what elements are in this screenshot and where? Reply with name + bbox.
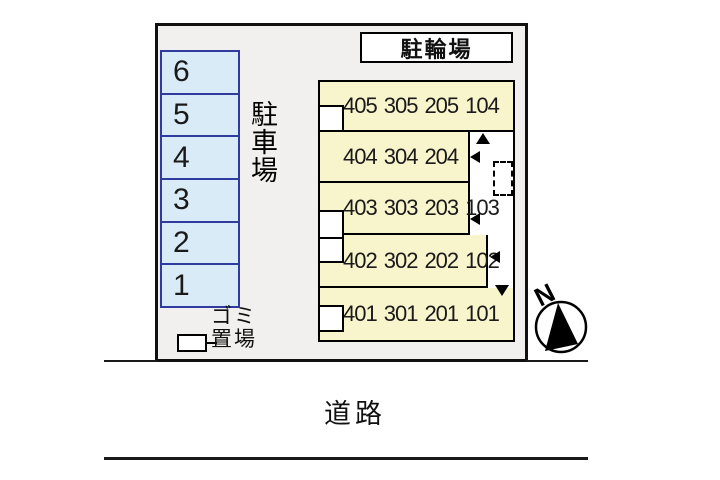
unit-number: 301	[383, 301, 419, 326]
unit-number: 403	[343, 195, 378, 220]
parking-space-number: 4	[173, 140, 190, 174]
parking-space: 6	[160, 50, 240, 95]
unit-number: 302	[383, 247, 419, 273]
road-label: 道路	[324, 399, 386, 429]
parking-space-number: 5	[173, 98, 190, 131]
unit-number: 203	[424, 195, 459, 220]
unit-number: 304	[383, 143, 419, 169]
building-row: 402 302 202 102	[320, 235, 500, 288]
arrow-down-icon	[495, 285, 509, 296]
compass-north-label: N	[529, 277, 559, 312]
road-edge-line	[104, 457, 588, 460]
building-row-1f: 401 301 201 101	[320, 288, 513, 340]
unit-number: 204	[424, 143, 459, 169]
arrow-left-icon	[490, 251, 500, 263]
road-edge-line	[526, 360, 588, 362]
building-row: 404 304 204	[320, 132, 470, 183]
bicycle-area-label-box: 駐輪場	[360, 32, 513, 63]
unit-number: 405	[343, 93, 378, 118]
unit-number: 404	[343, 143, 378, 169]
unit-number: 104	[465, 93, 500, 118]
unit-number: 202	[424, 247, 459, 273]
stairwell-square	[318, 305, 344, 332]
bicycle-area-label: 駐輪場	[400, 36, 473, 62]
parking-space: 3	[160, 178, 240, 223]
building-outline: 405 305 205 104 404 304 204 403 303 203 …	[318, 80, 515, 342]
stairwell-square	[318, 210, 344, 239]
parking-space-number: 1	[173, 268, 190, 302]
unit-number: 101	[465, 301, 500, 326]
parking-space-number: 2	[173, 226, 190, 260]
garbage-label-line2: 置場	[211, 328, 257, 351]
unit-number: 402	[343, 247, 378, 273]
unit-number: 303	[383, 195, 419, 220]
north-compass-icon: N	[529, 277, 588, 354]
parking-space: 4	[160, 135, 240, 181]
parking-area: 6 5 4 3 2 1	[160, 50, 240, 309]
arrow-left-icon	[470, 151, 480, 163]
building-row: 403 303 203 103	[320, 183, 500, 235]
stairwell-square	[318, 237, 344, 263]
parking-space: 2	[160, 220, 240, 266]
garbage-area-label: ゴミ 置場	[211, 305, 257, 351]
road-edge-line	[104, 360, 157, 362]
arrow-up-icon	[476, 133, 490, 144]
parking-area-label: 駐車場	[247, 100, 277, 184]
parking-space-number: 3	[173, 183, 190, 217]
unit-number: 305	[383, 93, 419, 118]
garbage-box-icon-tab	[205, 342, 217, 344]
unit-number: 201	[424, 301, 459, 326]
parking-space-number: 6	[173, 55, 190, 89]
stairwell-square	[318, 105, 344, 132]
parking-space: 1	[160, 263, 240, 309]
parking-space: 5	[160, 92, 240, 138]
garbage-box-icon	[177, 334, 207, 352]
unit-number: 205	[424, 93, 459, 118]
arrow-left-icon	[470, 213, 480, 225]
unit-number: 401	[343, 301, 378, 326]
garbage-label-line1: ゴミ	[211, 305, 257, 328]
dashed-structure-box	[493, 161, 513, 196]
building-row-4f: 405 305 205 104	[320, 82, 513, 132]
